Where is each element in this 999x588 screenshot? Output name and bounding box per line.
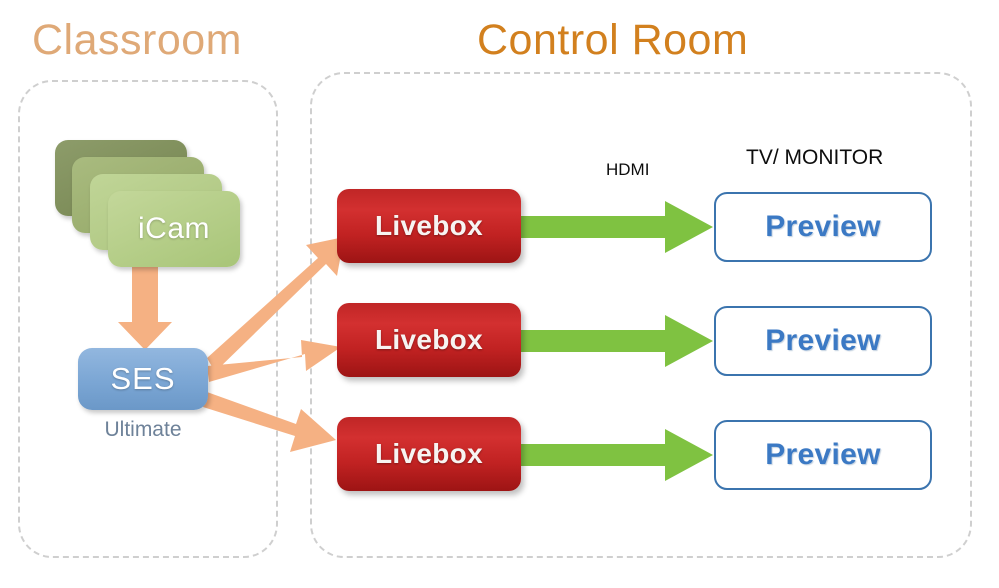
tv-monitor-label: TV/ MONITOR (746, 146, 884, 169)
preview-monitor-2[interactable]: Preview (714, 306, 932, 376)
livebox-label: Livebox (375, 324, 483, 355)
zone-title-classroom: Classroom (32, 16, 242, 64)
ses-server-box[interactable]: SES (78, 348, 208, 410)
ses-sublabel: Ultimate (104, 418, 182, 441)
preview-label: Preview (765, 210, 881, 243)
icam-camera-stack[interactable]: iCam (55, 140, 243, 268)
icam-card-front[interactable]: iCam (108, 191, 240, 267)
livebox-encoder-1[interactable]: Livebox (337, 189, 521, 263)
livebox-encoder-2[interactable]: Livebox (337, 303, 521, 377)
livebox-label: Livebox (375, 438, 483, 469)
livebox-label: Livebox (375, 210, 483, 241)
ses-label: SES (110, 361, 176, 396)
preview-label: Preview (765, 438, 881, 471)
preview-monitor-1[interactable]: Preview (714, 192, 932, 262)
livebox-encoder-3[interactable]: Livebox (337, 417, 521, 491)
preview-label: Preview (765, 324, 881, 357)
icam-label: iCam (137, 212, 210, 245)
zone-title-control-room: Control Room (477, 16, 749, 64)
preview-monitor-3[interactable]: Preview (714, 420, 932, 490)
hdmi-connection-label: HDMI (606, 160, 650, 179)
